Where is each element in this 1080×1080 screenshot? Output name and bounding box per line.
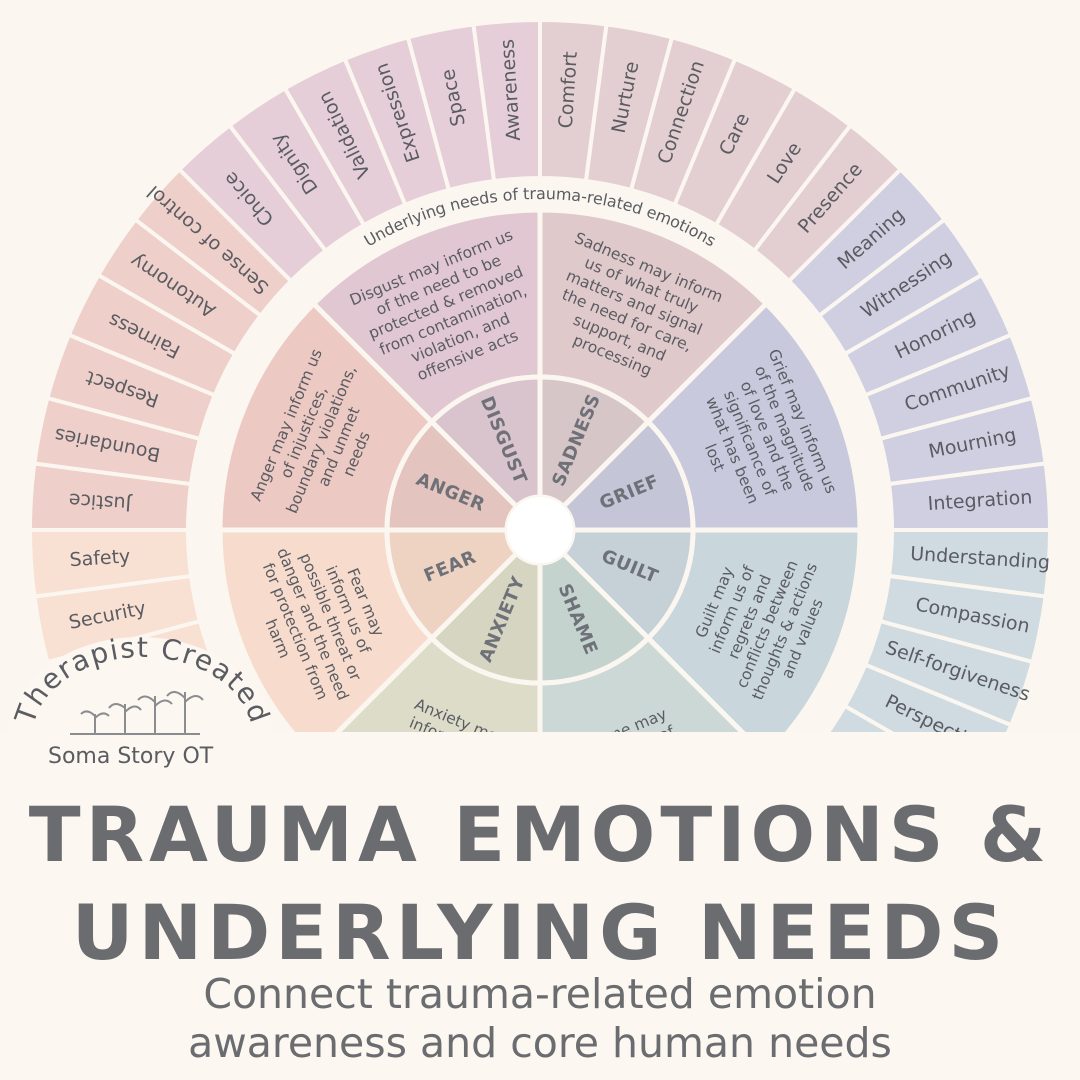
subtitle-line-2: awareness and core human needs	[188, 1019, 892, 1067]
emotion-sector-shame: SHAME	[537, 549, 652, 686]
title-line-2: UNDERLYING NEEDS	[71, 888, 1009, 977]
emotion-sector-fear: FEAR	[384, 527, 521, 642]
description-sector: Anger may inform usof injustices,boundar…	[217, 300, 436, 533]
description-sector: Sadness may informus of what trulymatter…	[537, 207, 770, 426]
emotion-sector-disgust: DISGUST	[428, 374, 543, 511]
need-segment: Boundaries	[32, 395, 203, 487]
description-text: Guilt mayinform us ofregrets andconflict…	[678, 531, 839, 710]
title-line-1: TRAUMA EMOTIONS &	[28, 790, 1052, 879]
need-segment: Security	[32, 573, 203, 665]
description-sector: Fear mayinform us ofpossible threat orda…	[217, 527, 436, 760]
wheel-hub	[507, 497, 573, 563]
emotion-sector-grief: GRIEF	[559, 418, 696, 533]
main-title: TRAUMA EMOTIONS & UNDERLYING NEEDS	[0, 786, 1080, 982]
emotion-sector-sadness: SADNESS	[537, 374, 652, 511]
need-label: Justice	[68, 489, 133, 515]
need-label: Safety	[69, 545, 131, 571]
sprout-icon	[70, 691, 204, 735]
description-sector: Grief may inform usof the magnitudeof lo…	[644, 300, 863, 533]
need-segment: Space	[405, 22, 497, 193]
therapist-created-badge: Therapist Created	[0, 632, 290, 792]
need-label: Comfort	[555, 51, 582, 129]
emotion-sector-anger: ANGER	[384, 418, 521, 533]
brand-name: Soma Story OT	[48, 744, 214, 769]
subtitle: Connect trauma-related emotion awareness…	[0, 970, 1080, 1068]
emotion-sector-guilt: GUILT	[559, 527, 696, 642]
need-segment: Integration	[886, 461, 1053, 532]
need-segment: Awareness	[471, 17, 542, 184]
subtitle-line-1: Connect trauma-related emotion	[203, 970, 877, 1018]
need-segment: Nurture	[583, 22, 675, 193]
badge-graphic: Therapist Created	[8, 632, 275, 792]
